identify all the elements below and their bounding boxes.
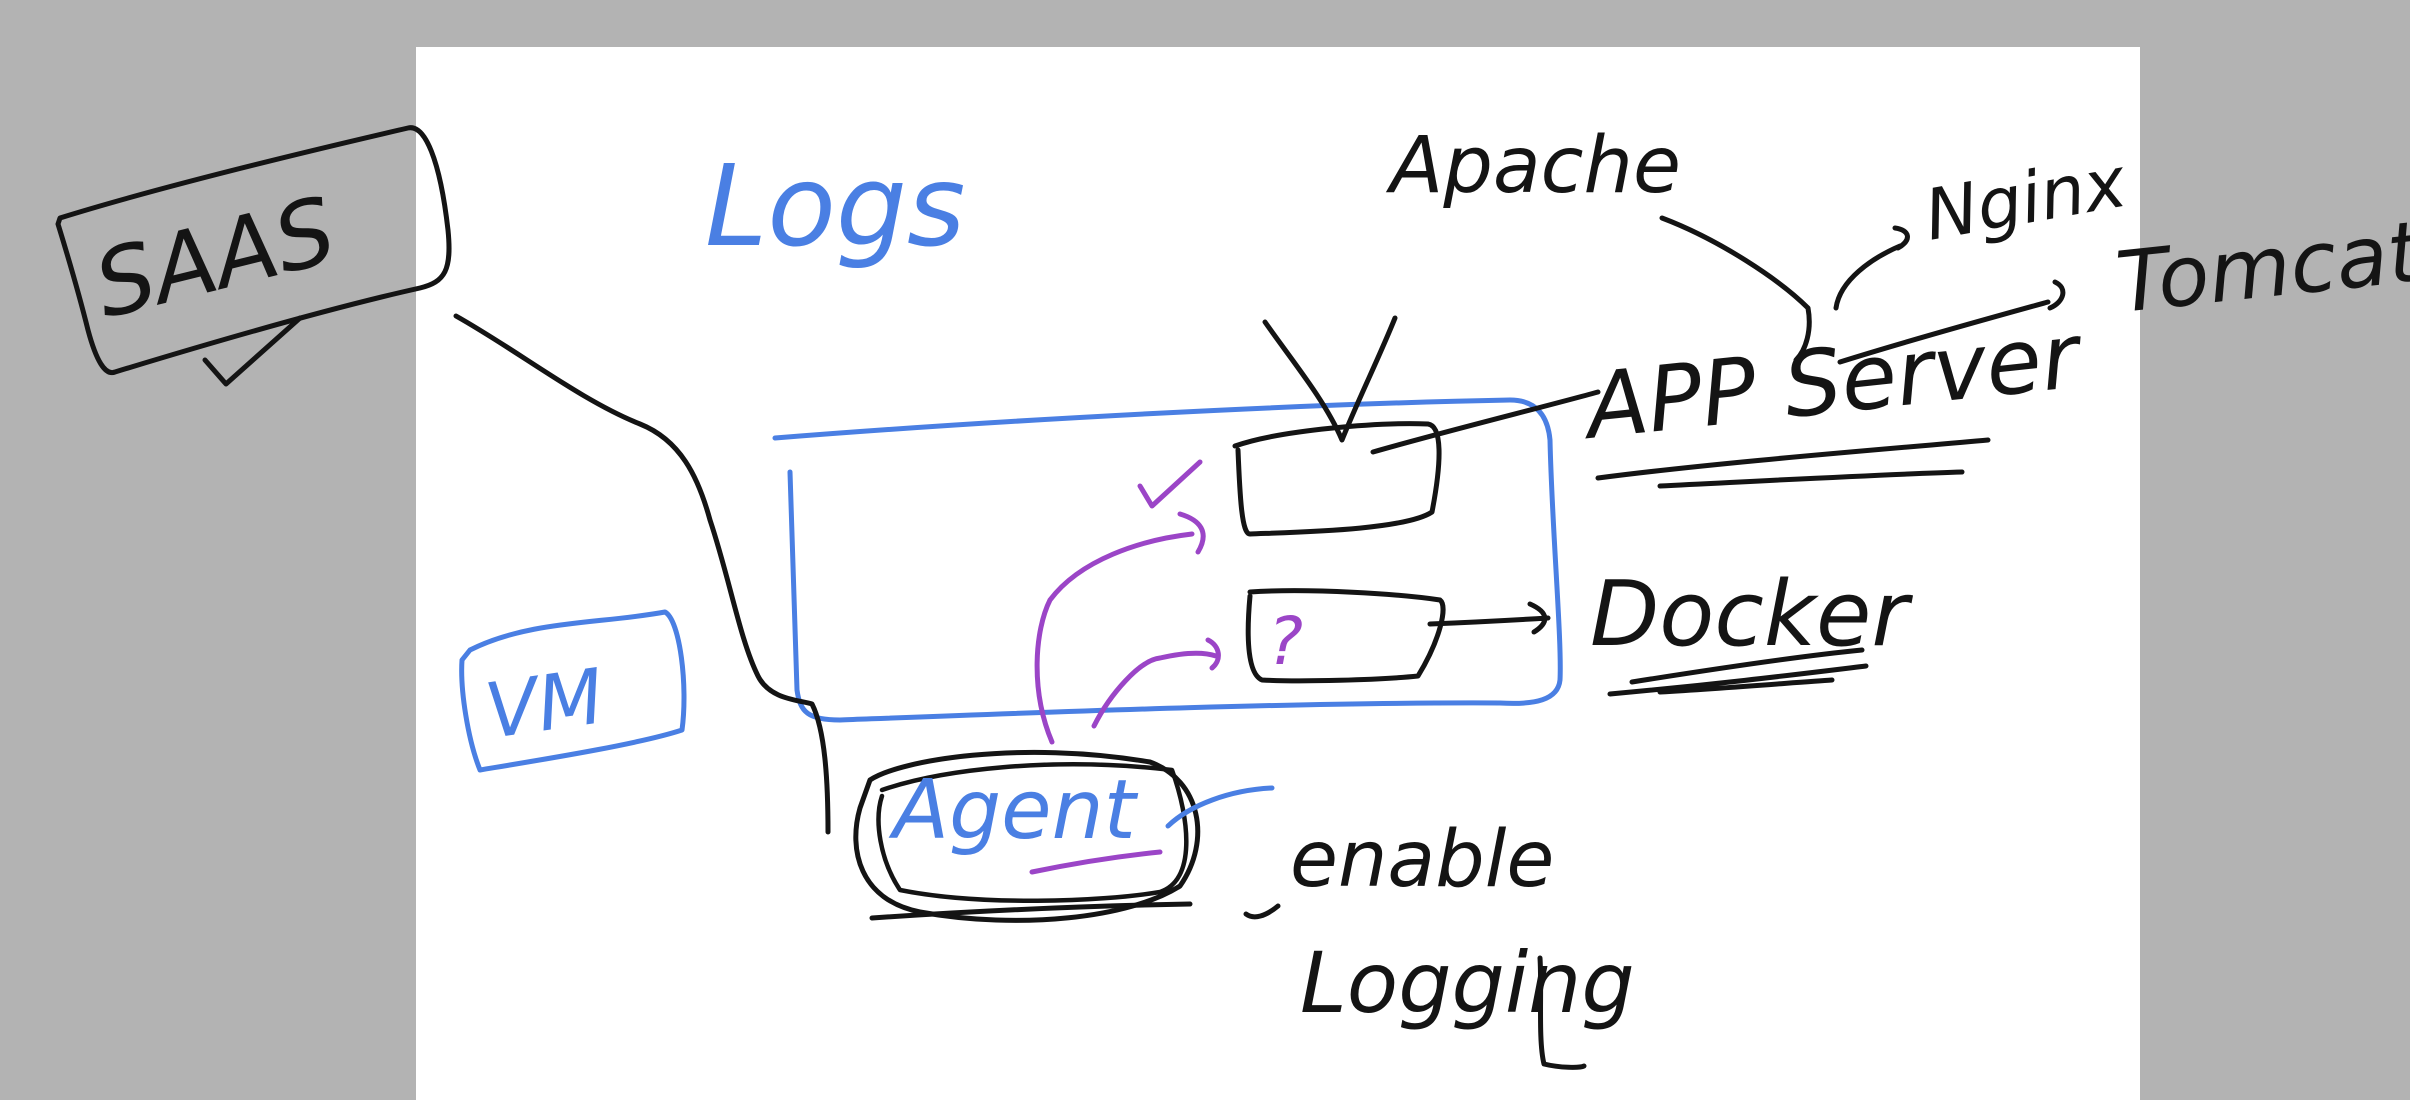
vm-box [459,609,687,773]
vm-node: VM [459,609,687,773]
logs-label: Logs [705,142,965,272]
enable-label: enable [1290,815,1554,905]
app-server-underline [1595,437,1991,489]
logging-label: Logging [1300,934,1635,1032]
agent-arrow-to-docker [1091,637,1221,729]
app-server-connector [1370,389,1601,455]
nginx-connector [1833,225,1910,311]
tomcat-label: Tomcat [2112,202,2410,332]
vm-label: VM [480,651,609,755]
saas-to-agent-connector [453,313,831,835]
app-check-icon [1137,459,1203,509]
agent-label: Agent [888,763,1139,858]
agent-stroke-under [869,901,1193,921]
enable-tick [1243,903,1281,920]
agent-circle-inner [876,762,1189,904]
vm-host-boundary [772,397,1563,723]
saas-box [55,125,452,376]
logging-hook [1537,955,1587,1070]
paper-sheet [416,47,2140,1100]
docker-question-mark: ? [1268,603,1303,680]
docker-label: Docker [1590,562,1913,667]
agent-arrow-to-app [1034,511,1206,745]
apache-antenna [1262,315,1398,443]
saas-checkmark [202,315,303,387]
docker-underline [1607,647,1869,697]
docker-box [1245,588,1446,684]
agent-node: Agent [853,749,1275,923]
tomcat-connector [1837,279,2066,365]
apache-connector [1659,215,1812,363]
docker-connector [1427,601,1551,635]
agent-circle-outer [853,749,1201,923]
saas-node: SAAS [55,125,452,387]
agent-underline [1029,849,1163,875]
apache-label: Apache [1385,121,1681,211]
agent-tail [1165,785,1275,829]
